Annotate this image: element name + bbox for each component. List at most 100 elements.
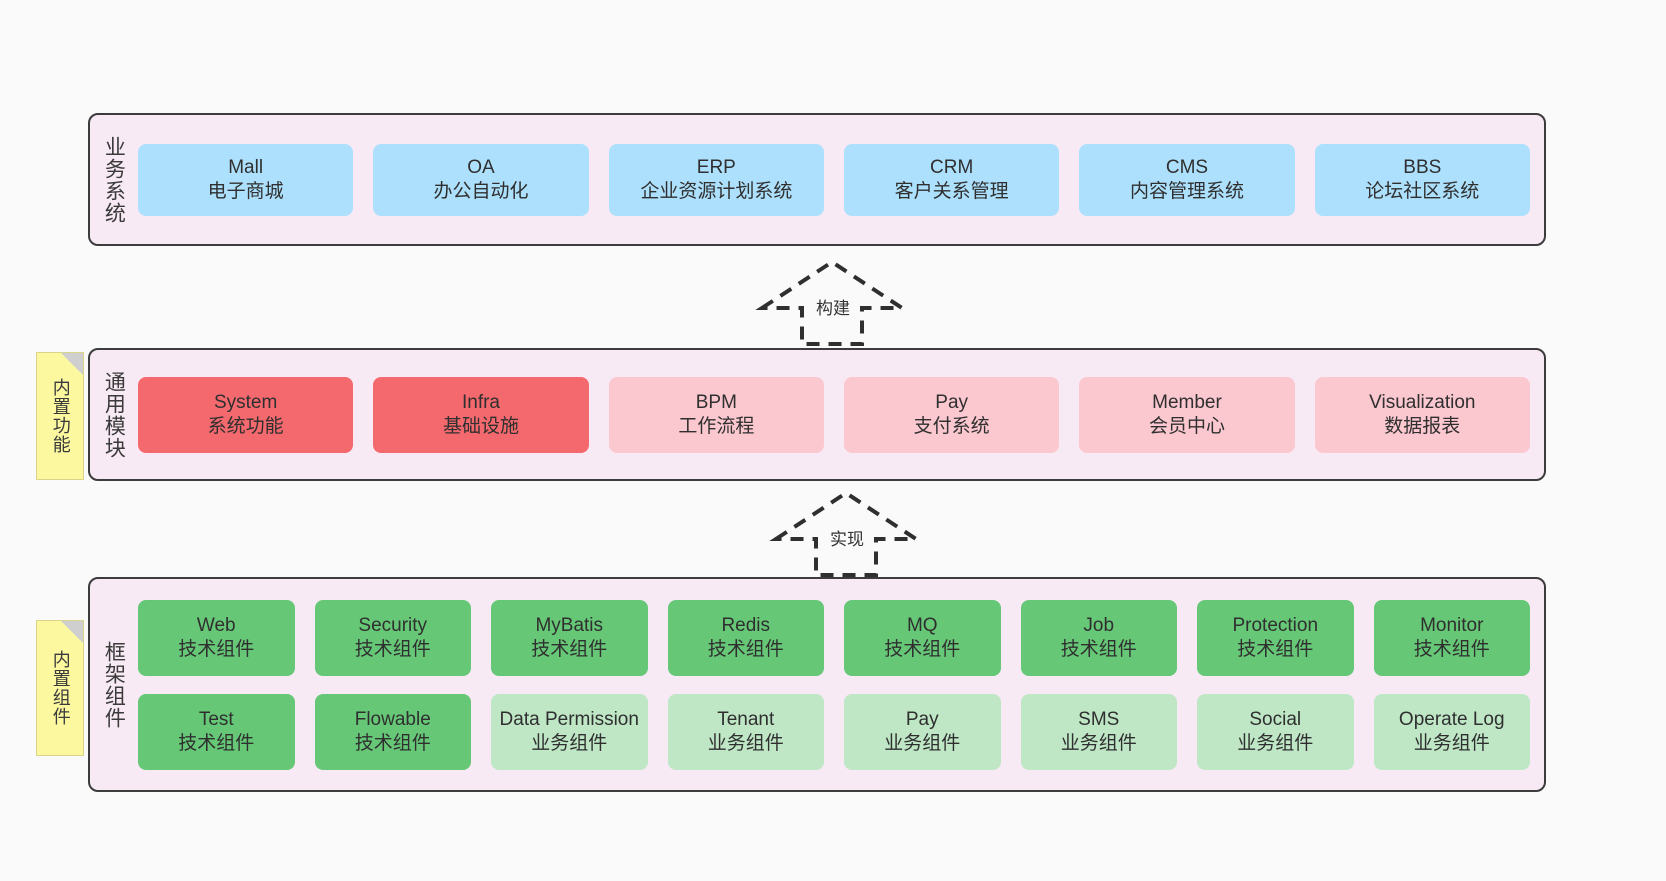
node-member[interactable]: Member 会员中心: [1079, 376, 1295, 453]
node-label-cn: 技术组件: [178, 638, 255, 660]
node-label-en: Social: [1249, 708, 1302, 730]
node-label-en: BBS: [1403, 156, 1442, 178]
node-label-en: Mall: [228, 156, 264, 178]
node-label-cn: 技术组件: [531, 638, 608, 660]
node-label-en: Pay: [935, 391, 969, 413]
node-label-cn: 支付系统: [913, 415, 990, 437]
node-tenant[interactable]: Tenant 业务组件: [667, 693, 824, 770]
note-builtin-component: 内置组件: [36, 620, 84, 756]
node-label-en: Monitor: [1420, 614, 1484, 636]
node-label-en: Infra: [461, 391, 500, 413]
node-label-en: Member: [1152, 391, 1222, 413]
node-cms[interactable]: CMS 内容管理系统: [1079, 143, 1295, 216]
node-label-en: Pay: [905, 708, 939, 730]
node-redis[interactable]: Redis 技术组件: [667, 599, 824, 676]
node-mybatis[interactable]: MyBatis 技术组件: [491, 599, 648, 676]
cell-row: Test 技术组件 Flowable 技术组件 Data Permission …: [138, 693, 1530, 770]
node-mq[interactable]: MQ 技术组件: [844, 599, 1001, 676]
cell-row: Web 技术组件 Security 技术组件 MyBatis 技术组件 Redi…: [138, 599, 1530, 676]
node-label-en: Protection: [1232, 614, 1319, 636]
node-label-en: ERP: [696, 156, 736, 178]
node-system[interactable]: System 系统功能: [138, 376, 354, 453]
node-label-en: Test: [198, 708, 234, 730]
node-bpm[interactable]: BPM 工作流程: [608, 376, 824, 453]
node-label-cn: 系统功能: [207, 415, 284, 437]
layer-body-framework-component: Web 技术组件 Security 技术组件 MyBatis 技术组件 Redi…: [136, 579, 1544, 790]
layer-title-common-module: 通用模块: [102, 370, 126, 459]
cell-row: Mall 电子商城 OA 办公自动化 ERP 企业资源计划系统 CRM 客户关系…: [138, 143, 1530, 216]
node-pay[interactable]: Pay 支付系统: [843, 376, 1060, 453]
node-mall[interactable]: Mall 电子商城: [138, 143, 354, 216]
cell-row: System 系统功能 Infra 基础设施 BPM 工作流程 Pay 支付系统…: [138, 376, 1530, 453]
node-label-cn: 技术组件: [354, 732, 431, 754]
node-label-cn: 电子商城: [207, 180, 284, 202]
layer-body-business-system: Mall 电子商城 OA 办公自动化 ERP 企业资源计划系统 CRM 客户关系…: [136, 115, 1544, 244]
node-label-cn: 技术组件: [178, 732, 255, 754]
node-social[interactable]: Social 业务组件: [1197, 693, 1354, 770]
node-sms[interactable]: SMS 业务组件: [1020, 693, 1177, 770]
node-protection[interactable]: Protection 技术组件: [1197, 599, 1354, 676]
layer-body-common-module: System 系统功能 Infra 基础设施 BPM 工作流程 Pay 支付系统…: [136, 350, 1544, 479]
node-label-cn: 技术组件: [1413, 638, 1490, 660]
node-label-cn: 技术组件: [354, 638, 431, 660]
node-label-cn: 业务组件: [1237, 732, 1314, 754]
node-bbs[interactable]: BBS 论坛社区系统: [1314, 143, 1530, 216]
node-infra[interactable]: Infra 基础设施: [373, 376, 589, 453]
node-label-en: Tenant: [717, 708, 775, 730]
layer-title-framework-component: 框架组件: [102, 640, 126, 729]
node-label-en: BPM: [695, 391, 737, 413]
node-label-en: Security: [358, 614, 428, 636]
layer-framework-component: 框架组件 Web 技术组件 Security 技术组件 MyBatis 技术组件…: [88, 577, 1546, 792]
node-label-cn: 业务组件: [884, 732, 961, 754]
node-label-cn: 会员中心: [1148, 415, 1225, 437]
node-label-en: System: [213, 391, 278, 413]
node-label-en: Flowable: [354, 708, 431, 730]
layer-business-system: 业务系统 Mall 电子商城 OA 办公自动化 ERP 企业资源计划系统 CRM…: [88, 113, 1546, 246]
node-label-en: CMS: [1165, 156, 1209, 178]
node-label-cn: 技术组件: [884, 638, 961, 660]
node-label-cn: 基础设施: [442, 415, 519, 437]
node-label-cn: 技术组件: [707, 638, 784, 660]
node-label-en: Web: [196, 614, 236, 636]
note-builtin-component-label: 内置组件: [50, 650, 71, 726]
node-label-en: Redis: [721, 614, 771, 636]
node-label-en: CRM: [930, 156, 974, 178]
node-web[interactable]: Web 技术组件: [138, 599, 295, 676]
node-label-en: SMS: [1078, 708, 1120, 730]
node-label-en: Operate Log: [1398, 708, 1505, 730]
node-visualization[interactable]: Visualization 数据报表: [1314, 376, 1530, 453]
node-label-cn: 客户关系管理: [894, 180, 1009, 202]
node-erp[interactable]: ERP 企业资源计划系统: [608, 143, 824, 216]
note-builtin-feature-label: 内置功能: [50, 378, 71, 454]
node-oa[interactable]: OA 办公自动化: [373, 143, 589, 216]
layer-common-module: 通用模块 System 系统功能 Infra 基础设施 BPM 工作流程 Pay…: [88, 348, 1546, 481]
node-label-en: OA: [467, 156, 495, 178]
node-crm[interactable]: CRM 客户关系管理: [843, 143, 1060, 216]
node-label-cn: 内容管理系统: [1129, 180, 1244, 202]
node-security[interactable]: Security 技术组件: [314, 599, 471, 676]
node-job[interactable]: Job 技术组件: [1020, 599, 1177, 676]
node-label-cn: 论坛社区系统: [1365, 180, 1480, 202]
layer-title-business-system: 业务系统: [102, 135, 126, 224]
node-label-cn: 数据报表: [1384, 415, 1461, 437]
node-data-permission[interactable]: Data Permission 业务组件: [491, 693, 648, 770]
node-label-cn: 技术组件: [1060, 638, 1137, 660]
node-label-en: MQ: [906, 614, 938, 636]
node-operate-log[interactable]: Operate Log 业务组件: [1373, 693, 1530, 770]
node-label-en: MyBatis: [535, 614, 604, 636]
node-label-cn: 工作流程: [678, 415, 755, 437]
node-label-cn: 业务组件: [1060, 732, 1137, 754]
node-flowable[interactable]: Flowable 技术组件: [314, 693, 471, 770]
note-builtin-feature: 内置功能: [36, 352, 84, 480]
arrow-implement-label: 实现: [828, 525, 866, 550]
node-label-en: Data Permission: [499, 708, 639, 730]
node-pay-business[interactable]: Pay 业务组件: [844, 693, 1001, 770]
node-label-cn: 企业资源计划系统: [640, 180, 793, 202]
arrow-build: 构建: [752, 256, 912, 346]
node-label-cn: 业务组件: [531, 732, 608, 754]
node-label-en: Job: [1083, 614, 1115, 636]
arrow-build-label: 构建: [814, 294, 852, 319]
node-monitor[interactable]: Monitor 技术组件: [1373, 599, 1530, 676]
node-test[interactable]: Test 技术组件: [138, 693, 295, 770]
